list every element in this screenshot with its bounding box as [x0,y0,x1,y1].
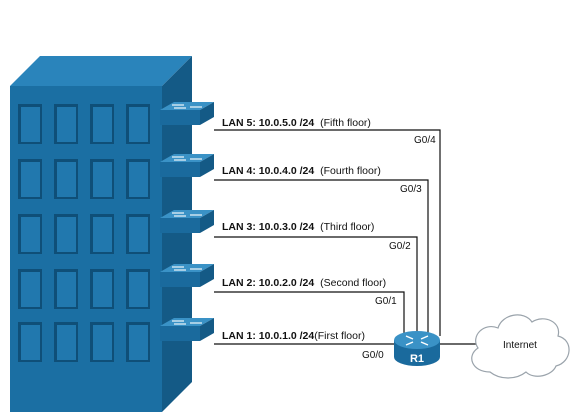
switch-arrows-icon [172,266,202,271]
window [57,325,76,360]
switch-top [160,264,214,272]
router-top [394,331,440,349]
window [129,107,148,142]
window [129,272,148,307]
router-arrows-icon [405,335,429,346]
lan-floor: (Second floor) [320,277,386,289]
switch-side [200,102,214,125]
lan-floor: (Fifth floor) [320,117,371,129]
switch-arrows-icon [172,320,202,325]
port-label-g0-2: G0/2 [389,241,411,252]
switch-lan-2 [160,264,214,287]
switch-top [160,154,214,162]
cable-lan-4 [214,179,429,336]
port-label-g0-4: G0/4 [414,135,436,146]
lan-floor: (Third floor) [320,221,374,233]
switch-side [200,264,214,287]
lan-label-4: LAN 4: 10.0.4.0 /24 (Fourth floor) [222,165,381,177]
lan-name: LAN 4: 10.0.4.0 /24 [222,165,314,177]
switch-front [160,218,200,233]
cloud-label: Internet [503,340,537,351]
lan-floor: (First floor) [314,330,365,342]
window [21,217,40,252]
switch-arrows-icon [172,156,202,161]
switch-front [160,272,200,287]
lan-label-3: LAN 3: 10.0.3.0 /24 (Third floor) [222,221,374,233]
window [21,272,40,307]
cable-lan-5 [214,129,441,336]
lan-name: LAN 2: 10.0.2.0 /24 [222,277,314,289]
lan-name: LAN 3: 10.0.3.0 /24 [222,221,314,233]
window [93,107,112,142]
switch-arrows-icon [172,104,202,109]
building [10,56,192,412]
window [21,325,40,360]
switch-front [160,110,200,125]
window [21,162,40,197]
lan-label-2: LAN 2: 10.0.2.0 /24 (Second floor) [222,277,386,289]
lan-floor: (Fourth floor) [320,165,381,177]
switch-lan-1 [160,318,214,341]
switch-lan-4 [160,154,214,177]
window [93,162,112,197]
switch-front [160,162,200,177]
lan-switches [160,102,214,341]
lan-labels: LAN 5: 10.0.5.0 /24 (Fifth floor) LAN 4:… [222,117,386,342]
switch-lan-3 [160,210,214,233]
building-top [10,56,192,86]
lan-name: LAN 1: 10.0.1.0 /24 [222,330,314,342]
internet-cloud: Internet [471,314,570,379]
port-label-g0-0: G0/0 [362,350,384,361]
window [129,217,148,252]
router-r1: R1 [394,331,440,366]
port-labels: G0/4 G0/3 G0/2 G0/1 G0/0 [362,135,436,361]
window [129,162,148,197]
lan-label-1: LAN 1: 10.0.1.0 /24(First floor) [222,330,365,342]
switch-side [200,154,214,177]
lan-label-5: LAN 5: 10.0.5.0 /24 (Fifth floor) [222,117,371,129]
switch-side [200,210,214,233]
window [21,107,40,142]
window [57,217,76,252]
switch-arrows-icon [172,212,202,217]
building-windows [18,104,150,362]
cloud-shape-icon [471,314,570,379]
cable-lan-3 [214,236,418,336]
port-label-g0-1: G0/1 [375,296,397,307]
switch-top [160,102,214,110]
window [57,107,76,142]
window [93,325,112,360]
window [129,325,148,360]
lan-name: LAN 5: 10.0.5.0 /24 [222,117,314,129]
window [57,272,76,307]
window [57,162,76,197]
switch-top [160,318,214,326]
router-label: R1 [410,353,424,365]
switch-lan-5 [160,102,214,125]
switch-side [200,318,214,341]
switch-front [160,326,200,341]
port-label-g0-3: G0/3 [400,184,422,195]
window [93,272,112,307]
window [93,217,112,252]
cable-lan-2 [214,291,405,336]
cable-connections [214,129,476,345]
switch-top [160,210,214,218]
